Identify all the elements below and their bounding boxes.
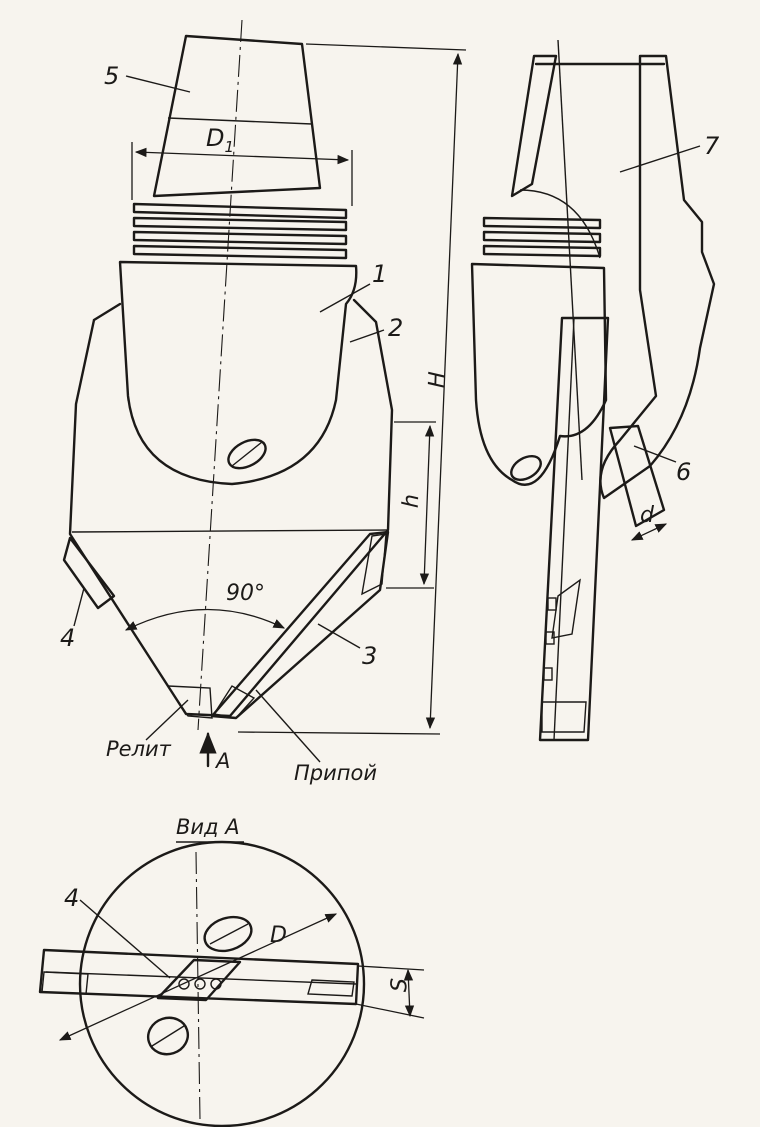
flushing-channel-6 <box>608 424 666 528</box>
callout-arrow-a: A <box>214 749 230 773</box>
dim-d: d <box>640 503 655 528</box>
label-3: 3 <box>362 642 377 670</box>
dim-d-view: D <box>270 923 287 948</box>
section-hatch-right <box>599 54 716 500</box>
label-6: 6 <box>676 458 691 486</box>
view-a-label-4: 4 <box>64 884 79 912</box>
tapered-shank <box>152 34 322 198</box>
dim-h-lower: h <box>399 494 424 509</box>
thread-rings <box>132 202 348 260</box>
section-hatch-left <box>510 54 558 198</box>
side-thread-rings <box>482 216 602 258</box>
dim-angle: 90° <box>226 581 265 606</box>
blade-plate-2 <box>68 298 394 718</box>
view-a <box>38 840 425 1127</box>
dim-s: S <box>387 978 412 993</box>
label-5: 5 <box>104 62 119 90</box>
side-blade <box>538 316 610 742</box>
dim-h-upper: H <box>425 371 451 388</box>
cutting-insert-3 <box>210 530 390 720</box>
label-7: 7 <box>704 132 720 160</box>
label-1: 1 <box>372 260 387 288</box>
callout-relit: Релит <box>106 737 172 761</box>
callout-pripoy: Припой <box>294 761 377 785</box>
cutting-insert-4 <box>62 536 116 610</box>
callout-view-a: Вид А <box>176 815 240 839</box>
view-a-circle <box>78 840 366 1127</box>
flush-hole <box>227 438 267 470</box>
label-2: 2 <box>388 314 403 342</box>
side-section-view <box>470 39 716 742</box>
dim-d1: D1 <box>206 124 234 156</box>
front-view <box>62 19 467 768</box>
housing-part-1 <box>118 260 358 486</box>
label-4: 4 <box>60 624 75 652</box>
